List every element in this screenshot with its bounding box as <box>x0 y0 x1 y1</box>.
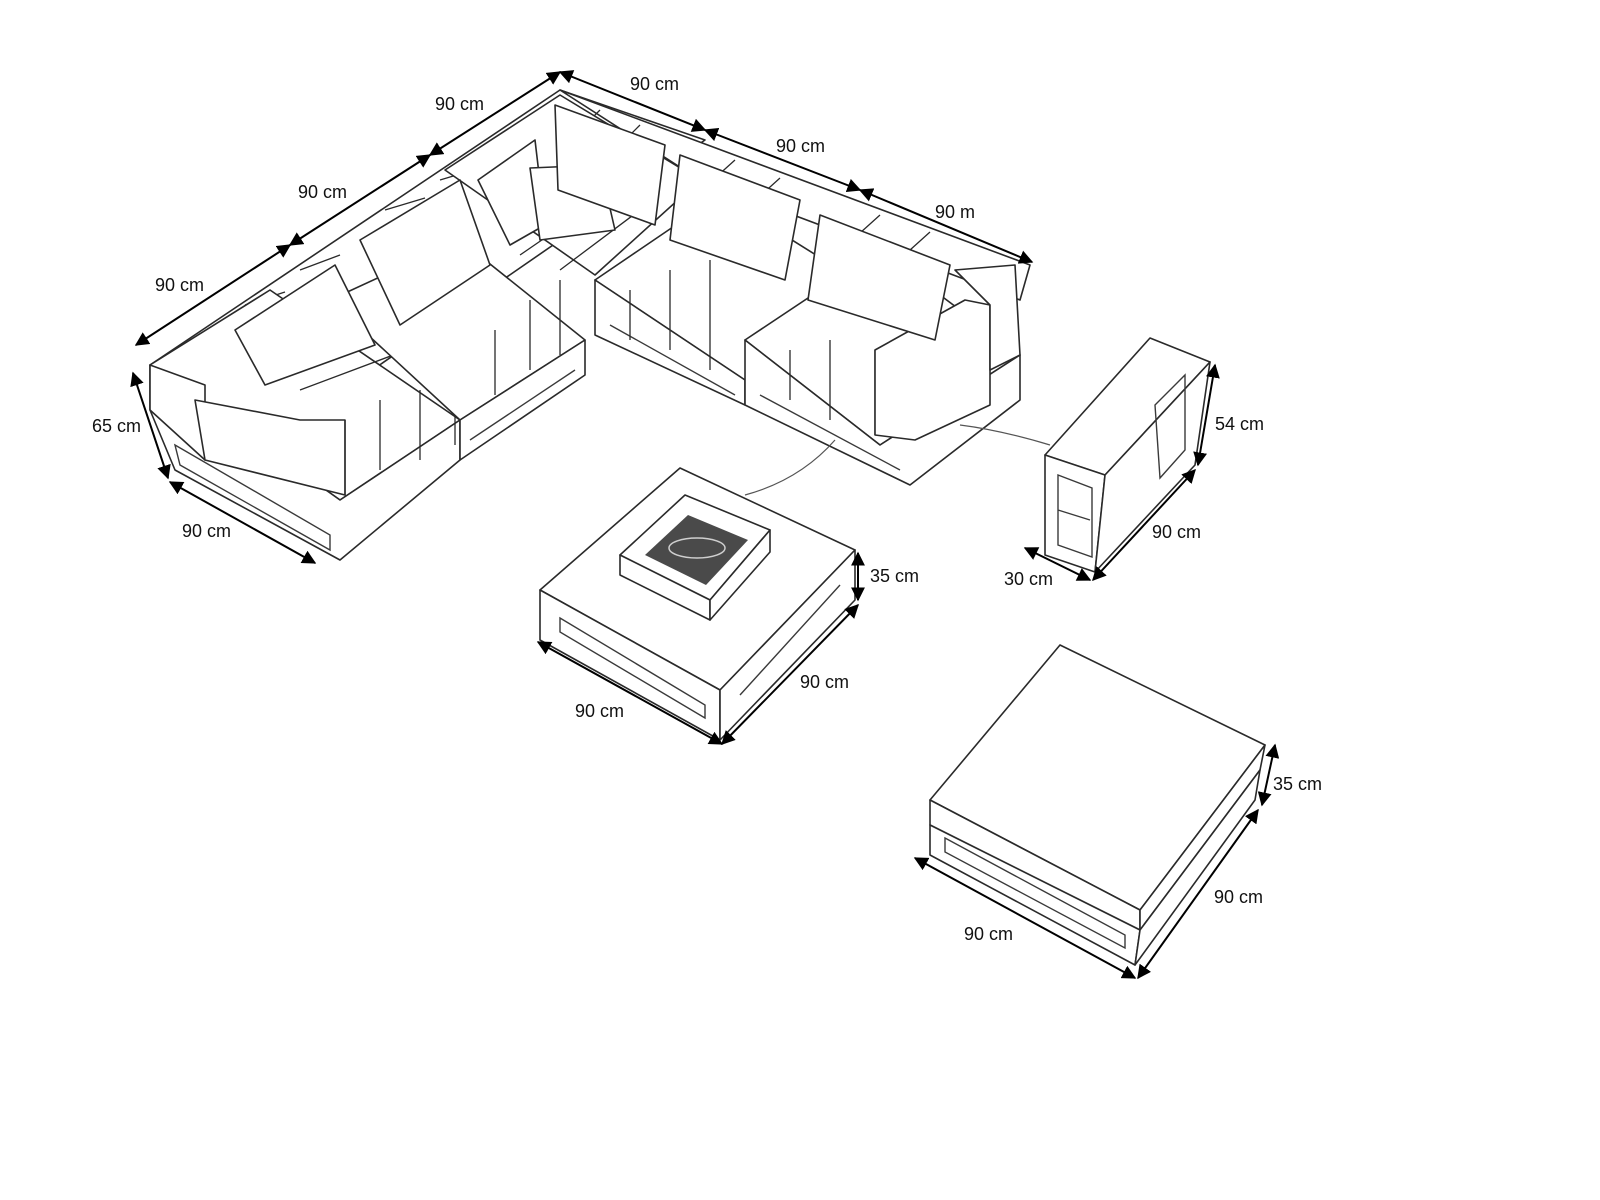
label-back-right-top: 90 cm <box>630 74 679 94</box>
dim-line-left-lower <box>134 244 292 346</box>
cable-1 <box>959 424 1051 446</box>
label-right-end: 90 m <box>935 202 975 222</box>
label-side-table-length: 90 cm <box>1152 522 1201 542</box>
label-fire-table-height: 35 cm <box>870 566 919 586</box>
dim-line-right-arm-top <box>703 128 862 192</box>
label-sofa-height: 65 cm <box>92 416 141 436</box>
right-armrest-back <box>954 264 1021 371</box>
label-ottoman-width: 90 cm <box>964 924 1013 944</box>
label-fire-table-depth: 90 cm <box>800 672 849 692</box>
pillow-1 <box>234 264 376 386</box>
dim-line-ottoman-width <box>913 857 1137 979</box>
dim-line-left-upper <box>288 154 432 246</box>
dimension-lines <box>130 70 1280 980</box>
label-side-table-depth: 30 cm <box>1004 569 1053 589</box>
fire-bowl-side <box>709 529 771 621</box>
dim-line-back-left-top <box>428 71 562 156</box>
label-back-left-top: 90 cm <box>435 94 484 114</box>
dim-line-back-right-top <box>558 70 707 132</box>
label-left-upper: 90 cm <box>298 182 347 202</box>
right-armrest <box>874 299 991 441</box>
label-sofa-depth: 90 cm <box>182 521 231 541</box>
dim-line-fire-table-depth <box>721 603 859 746</box>
dimension-labels: 90 cm 90 cm 90 cm 90 cm 90 m 90 cm 65 cm… <box>92 74 1322 944</box>
dim-line-sofa-depth <box>168 481 317 564</box>
dim-line-ottoman-depth <box>1137 808 1259 980</box>
dim-line-side-table-length <box>1092 468 1196 582</box>
middle-left-frame <box>459 339 586 461</box>
dim-line-sofa-height <box>130 371 171 480</box>
label-ottoman-depth: 90 cm <box>1214 887 1263 907</box>
label-left-lower: 90 cm <box>155 275 204 295</box>
label-fire-table-width: 90 cm <box>575 701 624 721</box>
fire-gravel <box>645 515 748 585</box>
label-right-arm-top: 90 cm <box>776 136 825 156</box>
label-ottoman-height: 35 cm <box>1273 774 1322 794</box>
dim-line-ottoman-height <box>1257 743 1280 807</box>
dim-line-side-table-depth <box>1023 547 1092 581</box>
dim-line-right-end <box>858 188 1034 264</box>
dim-line-side-table-height <box>1193 363 1220 467</box>
label-side-table-height: 54 cm <box>1215 414 1264 434</box>
dim-line-fire-table-width <box>536 641 724 745</box>
sectional-sofa <box>149 89 1031 561</box>
burner-ring <box>668 537 726 559</box>
ottoman <box>929 644 1266 966</box>
right-seat-frame-2 <box>744 339 1021 486</box>
fire-pit-table <box>539 467 856 741</box>
cable-2 <box>744 439 836 496</box>
side-table-end <box>1044 454 1106 573</box>
